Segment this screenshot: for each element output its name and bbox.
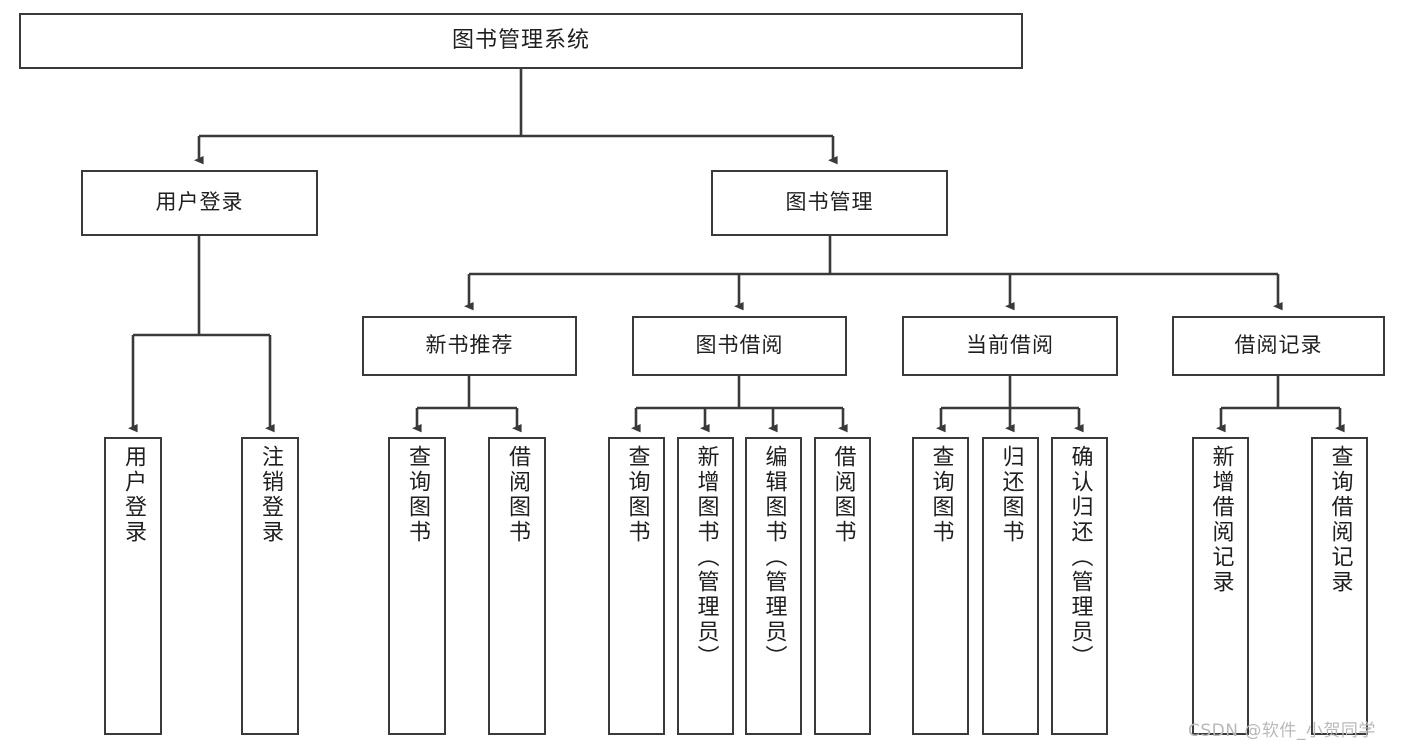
- node-current-borrow[interactable]: 当前借阅: [902, 316, 1118, 376]
- node-user-login-label: 用户登录: [155, 190, 244, 215]
- node-new-book-recommend[interactable]: 新书推荐: [362, 316, 577, 376]
- node-book-management-label: 图书管理: [785, 190, 874, 215]
- node-book-borrow[interactable]: 图书借阅: [632, 316, 847, 376]
- leaf-label: 编辑图书（管理员）: [761, 445, 787, 670]
- node-borrow-record-label: 借阅记录: [1234, 333, 1323, 358]
- node-user-login[interactable]: 用户登录: [81, 170, 318, 236]
- node-book-management[interactable]: 图书管理: [711, 170, 948, 236]
- leaf-current-borrow-return-book[interactable]: 归还图书: [982, 437, 1039, 735]
- leaf-label: 查询图书: [405, 445, 430, 545]
- leaf-borrow-record-query-record[interactable]: 查询借阅记录: [1311, 437, 1368, 735]
- leaf-label: 查询图书: [624, 445, 650, 545]
- leaf-user-login-logout[interactable]: 注销登录: [241, 437, 299, 735]
- leaf-book-borrow-borrow-book[interactable]: 借阅图书: [814, 437, 871, 735]
- leaf-label: 新增图书（管理员）: [693, 445, 719, 670]
- leaf-user-login-login[interactable]: 用户登录: [104, 437, 162, 735]
- leaf-borrow-record-add-record[interactable]: 新增借阅记录: [1192, 437, 1249, 735]
- leaf-label: 查询借阅记录: [1327, 445, 1353, 595]
- csdn-watermark: CSDN @软件_小贺同学: [1188, 721, 1376, 741]
- leaf-book-borrow-add-book[interactable]: 新增图书（管理员）: [677, 437, 734, 735]
- node-root[interactable]: 图书管理系统: [19, 13, 1023, 69]
- leaf-label: 借阅图书: [505, 445, 530, 545]
- leaf-current-borrow-confirm-return[interactable]: 确认归还（管理员）: [1051, 437, 1108, 735]
- leaf-label: 查询图书: [928, 445, 954, 545]
- leaf-label: 新增借阅记录: [1208, 445, 1234, 595]
- node-new-book-recommend-label: 新书推荐: [425, 333, 514, 358]
- node-root-label: 图书管理系统: [451, 27, 590, 53]
- leaf-label: 确认归还（管理员）: [1067, 445, 1093, 670]
- leaf-new-book-query-book[interactable]: 查询图书: [388, 437, 446, 735]
- leaf-label: 借阅图书: [830, 445, 856, 545]
- leaf-label: 用户登录: [121, 445, 146, 545]
- node-borrow-record[interactable]: 借阅记录: [1172, 316, 1385, 376]
- leaf-book-borrow-query-book[interactable]: 查询图书: [608, 437, 665, 735]
- node-current-borrow-label: 当前借阅: [966, 333, 1054, 358]
- leaf-label: 归还图书: [998, 445, 1024, 545]
- leaf-new-book-borrow-book[interactable]: 借阅图书: [488, 437, 546, 735]
- leaf-book-borrow-edit-book[interactable]: 编辑图书（管理员）: [745, 437, 802, 735]
- leaf-current-borrow-query-book[interactable]: 查询图书: [912, 437, 969, 735]
- node-book-borrow-label: 图书借阅: [695, 333, 784, 358]
- leaf-label: 注销登录: [258, 445, 283, 545]
